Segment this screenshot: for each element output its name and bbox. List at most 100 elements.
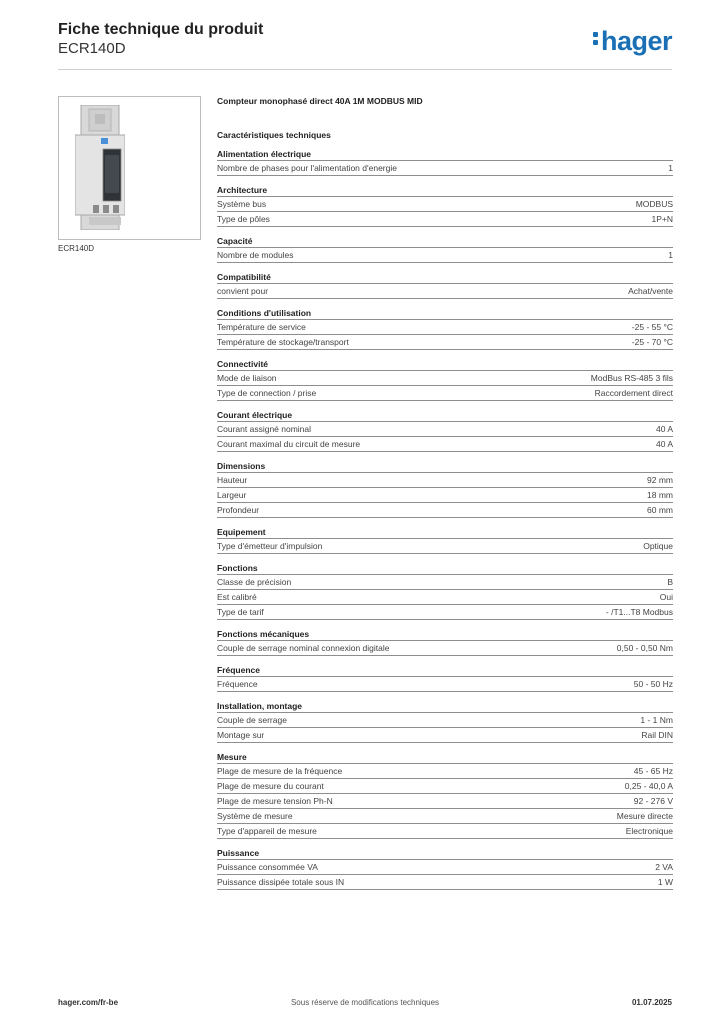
spec-value: Optique bbox=[643, 541, 673, 551]
spec-value: 45 - 65 Hz bbox=[633, 766, 673, 776]
spec-value: 92 - 276 V bbox=[633, 796, 673, 806]
section-title: Mesure bbox=[217, 751, 673, 764]
spec-row: Type de pôles 1P+N bbox=[217, 212, 673, 227]
footer-notice: Sous réserve de modifications techniques bbox=[290, 998, 440, 1007]
section-title: Dimensions bbox=[217, 460, 673, 473]
spec-label: Type de pôles bbox=[217, 214, 270, 224]
section-title: Alimentation électrique bbox=[217, 148, 673, 161]
spec-label: Plage de mesure tension Ph-N bbox=[217, 796, 333, 806]
spec-value: 0,25 - 40,0 A bbox=[624, 781, 673, 791]
spec-row: convient pour Achat/vente bbox=[217, 284, 673, 299]
spec-value: 1P+N bbox=[651, 214, 674, 224]
spec-label: Puissance consommée VA bbox=[217, 862, 318, 872]
spec-label: Couple de serrage nominal connexion digi… bbox=[217, 643, 390, 653]
footer-date: 01.07.2025 bbox=[631, 998, 672, 1007]
spec-value: 0,50 - 0,50 Nm bbox=[616, 643, 673, 653]
spec-row: Plage de mesure de la fréquence 45 - 65 H… bbox=[217, 764, 673, 779]
section-title: Installation, montage bbox=[217, 700, 673, 713]
spec-value: Raccordement direct bbox=[594, 388, 673, 398]
spec-value: Oui bbox=[659, 592, 673, 602]
spec-value: Mesure directe bbox=[616, 811, 673, 821]
spec-row: Courant assigné nominal 40 A bbox=[217, 422, 673, 437]
section-title: Fréquence bbox=[217, 664, 673, 677]
spec-row: Type de connection / prise Raccordement d… bbox=[217, 386, 673, 401]
product-description: Compteur monophasé direct 40A 1M MODBUS … bbox=[217, 96, 423, 106]
page-header: Fiche technique du produit ECR140D hager bbox=[58, 20, 673, 70]
spec-value: 40 A bbox=[655, 424, 673, 434]
spec-row: Largeur 18 mm bbox=[217, 488, 673, 503]
spec-label: Nombre de modules bbox=[217, 250, 294, 260]
section-title: Conditions d'utilisation bbox=[217, 307, 673, 320]
spec-label: Type d'émetteur d'impulsion bbox=[217, 541, 323, 551]
section-title: Fonctions bbox=[217, 562, 673, 575]
spec-value: Achat/vente bbox=[628, 286, 673, 296]
spec-value: - /T1...T8 Modbus bbox=[605, 607, 673, 617]
spec-value: 2 VA bbox=[655, 862, 673, 872]
spec-label: Type d'appareil de mesure bbox=[217, 826, 317, 836]
spec-value: MODBUS bbox=[635, 199, 673, 209]
spec-row: Type de tarif - /T1...T8 Modbus bbox=[217, 605, 673, 620]
spec-value: 18 mm bbox=[647, 490, 673, 500]
spec-value: 1 bbox=[668, 250, 673, 260]
spec-value: Rail DIN bbox=[641, 730, 673, 740]
page-title: Fiche technique du produit bbox=[58, 21, 264, 38]
spec-label: Mode de liaison bbox=[217, 373, 277, 383]
spec-value: 40 A bbox=[655, 439, 673, 449]
spec-label: Puissance dissipée totale sous IN bbox=[217, 877, 345, 887]
spec-value: Electronique bbox=[625, 826, 673, 836]
spec-label: Température de stockage/transport bbox=[217, 337, 349, 347]
spec-label: Courant assigné nominal bbox=[217, 424, 312, 434]
spec-label: convient pour bbox=[217, 286, 269, 296]
footer-website-link[interactable]: hager.com/fr-be bbox=[58, 998, 119, 1007]
spec-label: Nombre de phases pour l'alimentation d'e… bbox=[217, 163, 397, 173]
spec-label: Montage sur bbox=[217, 730, 265, 740]
logo-text: hager bbox=[600, 26, 673, 56]
spec-value: 60 mm bbox=[647, 505, 673, 515]
spec-label: Courant maximal du circuit de mesure bbox=[217, 439, 361, 449]
product-image bbox=[58, 96, 201, 240]
spec-label: Hauteur bbox=[217, 475, 248, 485]
section-title: Courant électrique bbox=[217, 409, 673, 422]
spec-value: 1 W bbox=[657, 877, 673, 887]
spec-row: Mode de liaison ModBus RS-485 3 fils bbox=[217, 371, 673, 386]
image-caption: ECR140D bbox=[58, 244, 95, 253]
logo-colon-icon bbox=[592, 29, 599, 48]
spec-label: Type de tarif bbox=[217, 607, 264, 617]
din-meter-icon bbox=[75, 105, 125, 230]
spec-label: Type de connection / prise bbox=[217, 388, 317, 398]
spec-label: Système de mesure bbox=[217, 811, 293, 821]
page-footer: hager.com/fr-be Sous réserve de modifica… bbox=[58, 998, 672, 1010]
spec-row: Système de mesure Mesure directe bbox=[217, 809, 673, 824]
section-title: Connectivité bbox=[217, 358, 673, 371]
spec-value: ModBus RS-485 3 fils bbox=[590, 373, 673, 383]
spec-value: 92 mm bbox=[647, 475, 673, 485]
spec-value: 50 - 50 Hz bbox=[633, 679, 673, 689]
spec-label: Largeur bbox=[217, 490, 247, 500]
spec-row: Température de stockage/transport-25 - 7… bbox=[217, 335, 673, 350]
hager-logo: hager bbox=[592, 26, 673, 57]
section-title: Fonctions mécaniques bbox=[217, 628, 673, 641]
spec-value: 1 - 1 Nm bbox=[640, 715, 673, 725]
spec-label: Plage de mesure de la fréquence bbox=[217, 766, 343, 776]
spec-row: Type d'appareil de mesure Electronique bbox=[217, 824, 673, 839]
spec-row: Puissance dissipée totale sous IN 1 W bbox=[217, 875, 673, 890]
spec-row: Couple de serrage nominal connexion digi… bbox=[217, 641, 673, 656]
spec-value: 1 bbox=[668, 163, 673, 173]
spec-label: Classe de précision bbox=[217, 577, 292, 587]
spec-row: Plage de mesure tension Ph-N 92 - 276 V bbox=[217, 794, 673, 809]
